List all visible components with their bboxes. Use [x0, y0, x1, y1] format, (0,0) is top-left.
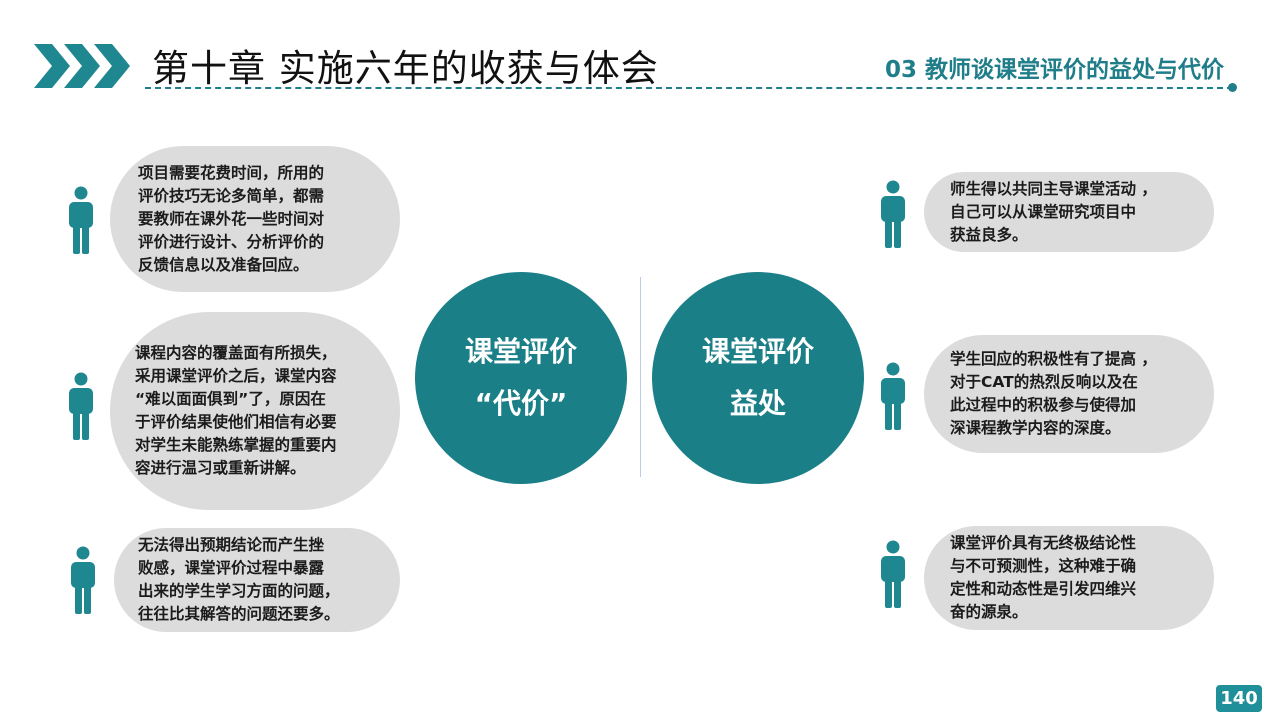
- benefit-text-2: 学生回应的积极性有了提高 ， 对于CAT的热烈反响以及在 此过程中的积极参与使得…: [950, 350, 1157, 437]
- benefit-bubble-3: 课堂评价具有无终极结论性 与不可预测性，这种难于确 定性和动态性是引发四维兴 奋…: [924, 526, 1214, 630]
- cost-bubble-2: 课程内容的覆盖面有所损失， 采用课堂评价之后，课堂内容 “难以面面俱到”了，原因…: [110, 312, 400, 510]
- benefit-bubble-1: 师生得以共同主导课堂活动 ， 自己可以从课堂研究项目中 获益良多。: [924, 172, 1214, 252]
- chevron-arrows-icon: [34, 44, 130, 88]
- person-icon: [881, 362, 905, 430]
- cost-text-3: 无法得出预期结论而产生挫 败感，课堂评价过程中暴露 出来的学生学习方面的问题， …: [138, 536, 340, 623]
- benefit-text-1: 师生得以共同主导课堂活动 ， 自己可以从课堂研究项目中 获益良多。: [950, 179, 1157, 244]
- person-icon: [69, 372, 93, 440]
- cost-bubble-3: 无法得出预期结论而产生挫 败感，课堂评价过程中暴露 出来的学生学习方面的问题， …: [114, 528, 400, 632]
- benefit-circle-line1: 课堂评价: [701, 335, 814, 368]
- person-icon: [71, 546, 95, 614]
- benefit-circle: 课堂评价 益处: [652, 272, 864, 484]
- cost-text-2: 课程内容的覆盖面有所损失， 采用课堂评价之后，课堂内容 “难以面面俱到”了，原因…: [135, 344, 337, 477]
- cost-circle: 课堂评价 “代价”: [415, 272, 627, 484]
- header-divider: [145, 87, 1233, 89]
- page-number: 140: [1216, 685, 1262, 712]
- cost-circle-line1: 课堂评价: [464, 335, 577, 368]
- cost-text-1: 项目需要花费时间，所用的 评价技巧无论多简单，都需 要教师在课外花一些时间对 评…: [138, 163, 325, 274]
- benefit-text-3: 课堂评价具有无终极结论性 与不可预测性，这种难于确 定性和动态性是引发四维兴 奋…: [950, 534, 1137, 621]
- cost-bubble-1: 项目需要花费时间，所用的 评价技巧无论多简单，都需 要教师在课外花一些时间对 评…: [110, 146, 400, 292]
- center-divider: [640, 277, 641, 477]
- benefit-circle-line2: 益处: [729, 387, 786, 420]
- person-icon: [881, 540, 905, 608]
- header-divider-dot: [1228, 83, 1237, 92]
- person-icon: [69, 186, 93, 254]
- chapter-title: 第十章 实施六年的收获与体会: [152, 47, 659, 90]
- person-icon: [881, 180, 905, 248]
- cost-circle-line2: “代价”: [474, 387, 568, 420]
- section-title: 03 教师谈课堂评价的益处与代价: [884, 57, 1224, 83]
- benefit-bubble-2: 学生回应的积极性有了提高 ， 对于CAT的热烈反响以及在 此过程中的积极参与使得…: [924, 335, 1214, 453]
